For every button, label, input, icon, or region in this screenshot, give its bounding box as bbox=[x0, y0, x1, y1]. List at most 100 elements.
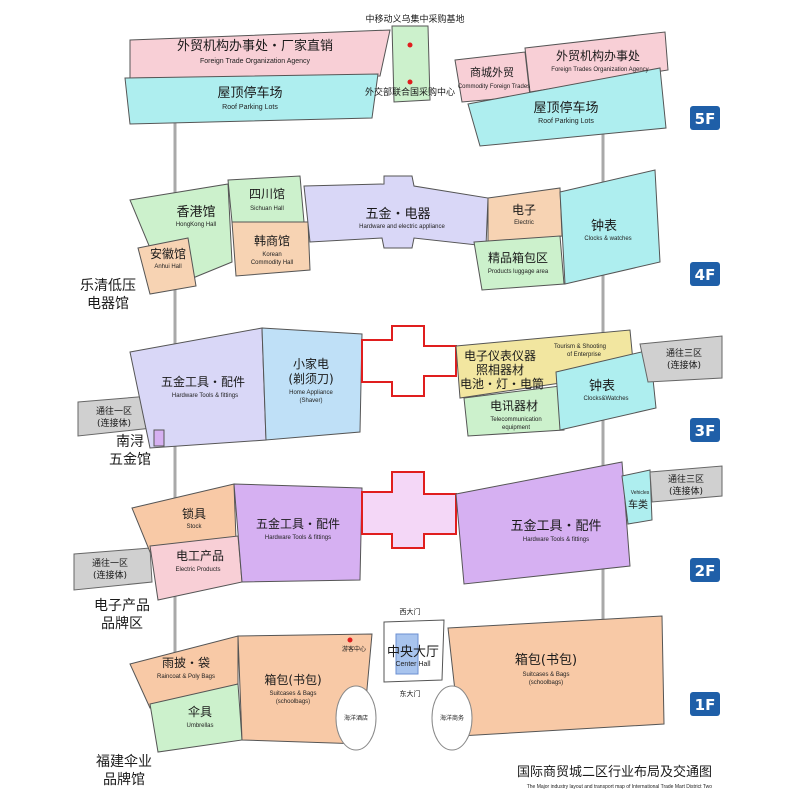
zone-clocks-4f[interactable] bbox=[559, 169, 661, 285]
zone-center-5f[interactable] bbox=[391, 25, 431, 103]
label-link-right-2f-1: 通往三区 bbox=[668, 473, 704, 485]
label-clocks-3f-en: Clocks&Watches bbox=[583, 396, 628, 402]
label-link-left-2f-2: (连接体) bbox=[93, 569, 127, 581]
floor-4f bbox=[129, 169, 661, 295]
label-link-left-2f-1: 通往一区 bbox=[92, 557, 128, 569]
badge-5f: 5F bbox=[695, 110, 716, 128]
label-tools-3f-en: Hardware Tools & fittings bbox=[172, 393, 238, 399]
label-korean: 韩商馆 bbox=[254, 233, 290, 248]
label-bags-left-en2: (schoolbags) bbox=[276, 699, 310, 705]
side-fujian-1: 福建伞业 bbox=[96, 753, 152, 770]
label-sichuan: 四川馆 bbox=[249, 186, 285, 201]
label-tools-right-2f-en: Hardware Tools & fittings bbox=[523, 537, 589, 543]
zone-clocks-3f[interactable] bbox=[555, 349, 657, 431]
label-telecom-en1: Telecommunication bbox=[490, 417, 541, 423]
label-east-gate: 东大门 bbox=[400, 689, 421, 698]
label-tools-left-2f: 五金工具・配件 bbox=[256, 516, 340, 531]
label-anhui: 安徽馆 bbox=[150, 246, 186, 261]
label-umbrella: 伞具 bbox=[188, 704, 212, 719]
label-electric-4f-en: Electric bbox=[514, 220, 534, 226]
zone-luggage[interactable] bbox=[473, 235, 565, 291]
label-parking-left: 屋顶停车场 bbox=[217, 85, 282, 101]
label-telecom: 电讯器材 bbox=[490, 399, 538, 413]
label-appliance-en2: (Shaver) bbox=[299, 398, 322, 404]
badge-1f: 1F bbox=[695, 696, 716, 714]
label-trade-left-en: Foreign Trade Organization Agency bbox=[200, 58, 311, 65]
zone-center-2f[interactable] bbox=[361, 471, 457, 549]
zone-trade-right[interactable] bbox=[524, 31, 669, 93]
zone-appliance[interactable] bbox=[261, 327, 363, 441]
label-link-right-3f-2: (连接体) bbox=[667, 359, 701, 371]
label-visitor: 游客中心 bbox=[342, 645, 366, 653]
label-center-hall: 中央大厅 bbox=[387, 645, 439, 660]
label-un-center: 外交部联合国采购中心 bbox=[365, 86, 455, 98]
zone-parking-left[interactable] bbox=[124, 73, 379, 125]
floor-3f bbox=[77, 325, 723, 449]
side-yueqing-1: 乐清低压 bbox=[80, 278, 136, 294]
zone-anhui[interactable] bbox=[137, 237, 197, 295]
badge-4f: 4F bbox=[695, 266, 716, 284]
label-west-gate: 西大门 bbox=[400, 607, 421, 616]
label-electric-2f: 电工产品 bbox=[176, 549, 224, 563]
zone-link-right-3f[interactable] bbox=[639, 335, 723, 383]
label-luggage-en: Products luggage area bbox=[488, 269, 549, 275]
zone-link-right-2f[interactable] bbox=[649, 465, 723, 503]
zone-tools-left-2f[interactable] bbox=[233, 483, 363, 583]
label-hotel2: 海洋商务 bbox=[440, 714, 464, 722]
label-parking-right: 屋顶停车场 bbox=[533, 100, 598, 116]
zone-telecom[interactable] bbox=[463, 385, 565, 437]
label-bags-right-en2: (schoolbags) bbox=[529, 680, 563, 686]
zone-tools-right-2f[interactable] bbox=[455, 461, 631, 585]
label-link-left-3f-2: (连接体) bbox=[97, 417, 131, 429]
label-lock: 锁具 bbox=[182, 506, 206, 521]
zone-parking-right[interactable] bbox=[467, 67, 667, 147]
label-commerce-en: Commodity Foreign Trades bbox=[458, 84, 530, 90]
label-bags-right: 箱包(书包) bbox=[515, 652, 577, 668]
label-link-left-3f-1: 通往一区 bbox=[96, 405, 132, 417]
side-nanxun-1: 南浔 bbox=[116, 434, 144, 450]
label-parking-right-en: Roof Parking Lots bbox=[538, 118, 594, 125]
label-center-hall-en: Center Hall bbox=[395, 661, 430, 668]
label-bags-left-en1: Suitcases & Bags bbox=[269, 691, 316, 697]
side-electronics-2: 品牌区 bbox=[101, 615, 143, 632]
label-sichuan-en: Sichuan Hall bbox=[250, 206, 284, 212]
floor-badges bbox=[690, 106, 720, 716]
label-appliance-1: 小家电 bbox=[293, 356, 329, 371]
zone-link-left-2f[interactable] bbox=[73, 547, 153, 591]
label-link-right-2f-2: (连接体) bbox=[669, 485, 703, 497]
zone-trade-left[interactable] bbox=[129, 29, 391, 79]
floor-1f bbox=[129, 615, 665, 753]
label-trade-right-en: Foreign Trades Organization Agency bbox=[551, 67, 648, 73]
label-mobile-base: 中移动义乌集中采购基地 bbox=[365, 13, 464, 25]
label-instruments-1: 电子仪表仪器 bbox=[464, 349, 536, 363]
label-electric-4f: 电子 bbox=[512, 203, 536, 217]
zone-vehicle[interactable] bbox=[621, 469, 653, 525]
zone-hongkong[interactable] bbox=[129, 183, 233, 281]
label-vehicle-en: Vehicles bbox=[631, 490, 650, 496]
label-parking-left-en: Roof Parking Lots bbox=[222, 104, 278, 111]
label-rain-en: Raincoat & Poly Bags bbox=[157, 674, 215, 680]
label-umbrella-en: Umbrellas bbox=[186, 723, 213, 729]
side-yueqing-2: 电器馆 bbox=[87, 296, 129, 312]
label-lock-en: Stock bbox=[186, 524, 202, 530]
label-tools-right-2f: 五金工具・配件 bbox=[510, 518, 601, 534]
floor-5f bbox=[124, 25, 669, 147]
label-appliance-en1: Home Appliance bbox=[289, 390, 333, 396]
zone-center-3f[interactable] bbox=[361, 325, 457, 397]
badge-3f: 3F bbox=[695, 422, 716, 440]
zone-korean[interactable] bbox=[231, 221, 311, 277]
label-telecom-en2: equipment bbox=[502, 425, 530, 431]
label-korean-en1: Korean bbox=[262, 252, 281, 258]
label-clocks-4f-en: Clocks & watches bbox=[584, 236, 631, 242]
label-instruments-3: 电池・灯・电筒 bbox=[460, 376, 544, 391]
label-clocks-4f: 钟表 bbox=[591, 218, 617, 234]
label-appliance-2: (剃须刀) bbox=[288, 372, 333, 386]
caption-subtitle: The Major industry layout and transport … bbox=[527, 784, 712, 790]
floor-2f bbox=[73, 461, 723, 601]
side-electronics-1: 电子产品 bbox=[94, 598, 150, 614]
label-anhui-en: Anhui Hall bbox=[154, 264, 181, 270]
label-link-right-3f-1: 通往三区 bbox=[666, 347, 702, 359]
badge-2f: 2F bbox=[695, 562, 716, 580]
label-rain: 雨披・袋 bbox=[162, 656, 210, 670]
